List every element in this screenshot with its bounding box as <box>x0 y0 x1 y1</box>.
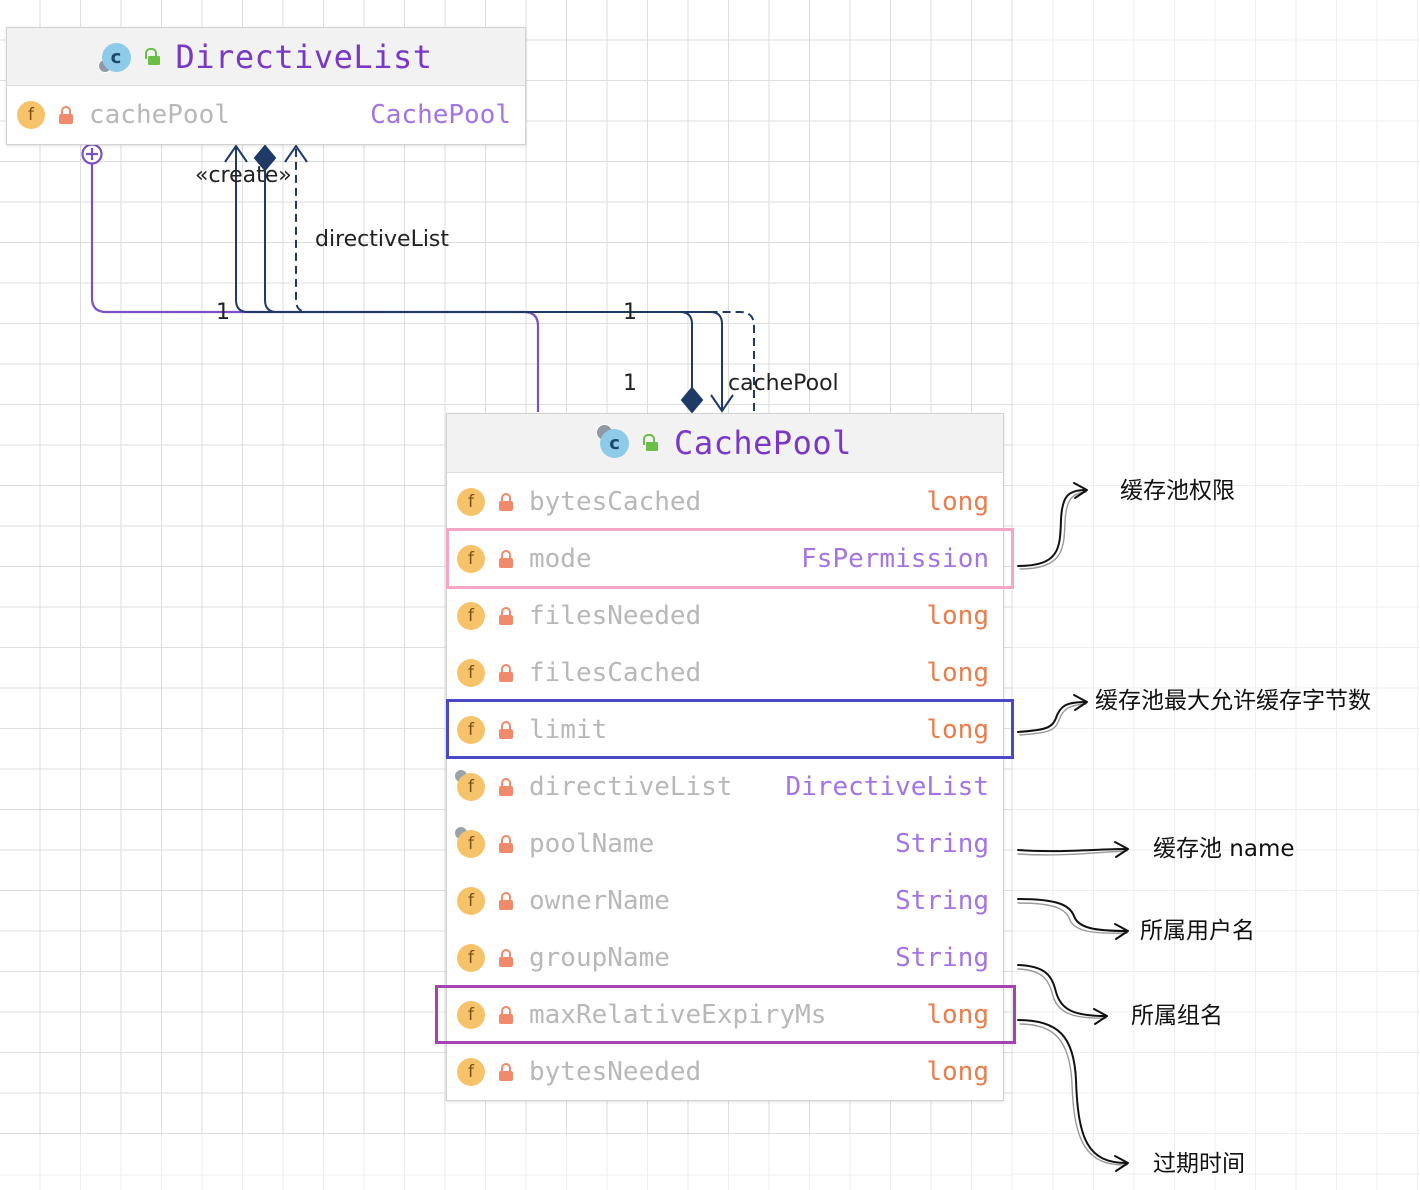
field-icon: f <box>454 825 485 858</box>
field-type: DirectiveList <box>785 771 990 802</box>
field-row[interactable]: f groupName String <box>447 929 1003 986</box>
field-type: FsPermission <box>801 543 989 574</box>
lock-icon <box>499 549 513 568</box>
field-row[interactable]: f bytesCached long <box>447 473 1003 530</box>
field-icon: f <box>457 1000 485 1029</box>
create-label: «create» <box>195 163 292 188</box>
field-name: filesNeeded <box>529 600 702 631</box>
field-row[interactable]: f mode FsPermission <box>447 530 1003 587</box>
arrow-mode <box>1017 482 1088 570</box>
lock-icon <box>499 1005 513 1024</box>
cachepool-role-label: cachePool <box>728 371 839 396</box>
field-icon: f <box>17 100 45 129</box>
lock-icon <box>499 891 513 910</box>
lock-icon <box>499 606 513 625</box>
field-icon: f <box>457 886 485 915</box>
lock-icon <box>499 948 513 967</box>
multiplicity-top-right: 1 <box>623 300 637 325</box>
field-name: poolName <box>529 828 655 859</box>
class-header: c DirectiveList <box>7 28 525 86</box>
field-icon: f <box>457 1057 485 1086</box>
field-row[interactable]: f limit long <box>447 701 1003 758</box>
field-name: ownerName <box>529 885 670 916</box>
field-name: maxRelativeExpiryMs <box>529 999 827 1030</box>
lock-icon <box>499 492 513 511</box>
lock-icon <box>499 834 513 853</box>
class-title: DirectiveList <box>175 37 433 76</box>
field-type: long <box>926 1056 989 1087</box>
class-header: c CachePool <box>447 414 1003 473</box>
annotation-group-name: 所属组名 <box>1131 1003 1223 1029</box>
field-row[interactable]: f filesNeeded long <box>447 587 1003 644</box>
bottom-grid <box>0 1135 1013 1190</box>
field-icon: f <box>457 487 485 516</box>
field-icon: f <box>454 768 485 801</box>
field-row[interactable]: f bytesNeeded long <box>447 1043 1003 1100</box>
annotation-mode: 缓存池权限 <box>1120 478 1235 504</box>
field-type: long <box>926 486 989 517</box>
field-name: limit <box>529 714 608 745</box>
arrow-limit <box>1017 694 1088 736</box>
field-type: CachePool <box>370 99 511 130</box>
arrow-pool-name <box>1017 841 1129 858</box>
lock-icon <box>499 1062 513 1081</box>
field-icon: f <box>457 715 485 744</box>
field-name: bytesCached <box>529 486 702 517</box>
field-row[interactable]: f cachePool CachePool <box>7 86 525 143</box>
unlock-icon <box>144 47 162 66</box>
field-name: mode <box>529 543 592 574</box>
highlight-max-expiry <box>435 985 1016 1044</box>
field-icon: f <box>457 658 485 687</box>
arrow-owner-name <box>1017 898 1129 940</box>
field-row[interactable]: f ownerName String <box>447 872 1003 929</box>
class-directivelist[interactable]: c DirectiveList f cachePool CachePool <box>6 27 526 145</box>
multiplicity-bottom-right: 1 <box>623 371 637 396</box>
field-name: bytesNeeded <box>529 1056 702 1087</box>
arrow-group-name <box>1017 964 1108 1025</box>
field-type: String <box>895 885 989 916</box>
field-row[interactable]: f maxRelativeExpiryMs long <box>447 986 1003 1043</box>
field-type: String <box>895 828 989 859</box>
field-type: long <box>926 600 989 631</box>
field-name: filesCached <box>529 657 702 688</box>
lock-icon <box>499 777 513 796</box>
field-row[interactable]: f directiveList DirectiveList <box>447 758 1003 815</box>
annotation-limit: 缓存池最大允许缓存字节数 <box>1095 688 1371 714</box>
field-type: long <box>926 714 989 745</box>
class-icon: c <box>97 41 132 73</box>
field-row[interactable]: f poolName String <box>447 815 1003 872</box>
multiplicity-left: 1 <box>216 300 230 325</box>
field-name: groupName <box>529 942 670 973</box>
field-type: long <box>926 657 989 688</box>
annotation-pool-name: 缓存池 name <box>1153 836 1295 862</box>
highlight-mode <box>446 528 1014 589</box>
field-type: String <box>895 942 989 973</box>
arrow-max-expiry <box>1017 1019 1129 1172</box>
field-name: cachePool <box>89 99 230 130</box>
unlock-icon <box>643 434 660 452</box>
field-row[interactable]: f filesCached long <box>447 644 1003 701</box>
class-icon: c <box>596 424 630 459</box>
field-icon: f <box>457 544 485 573</box>
lock-icon <box>499 663 513 682</box>
directivelist-role-label: directiveList <box>315 227 450 252</box>
class-title: CachePool <box>674 424 852 462</box>
highlight-limit <box>446 699 1014 759</box>
field-icon: f <box>457 601 485 630</box>
annotation-area-grid <box>1013 0 1420 1190</box>
annotation-owner-name: 所属用户名 <box>1140 918 1255 944</box>
annotation-max-expiry: 过期时间 <box>1153 1151 1245 1177</box>
field-icon: f <box>457 943 485 972</box>
lock-icon <box>499 720 513 739</box>
field-type: long <box>926 999 989 1030</box>
lock-icon <box>59 105 73 124</box>
field-name: directiveList <box>529 771 733 802</box>
